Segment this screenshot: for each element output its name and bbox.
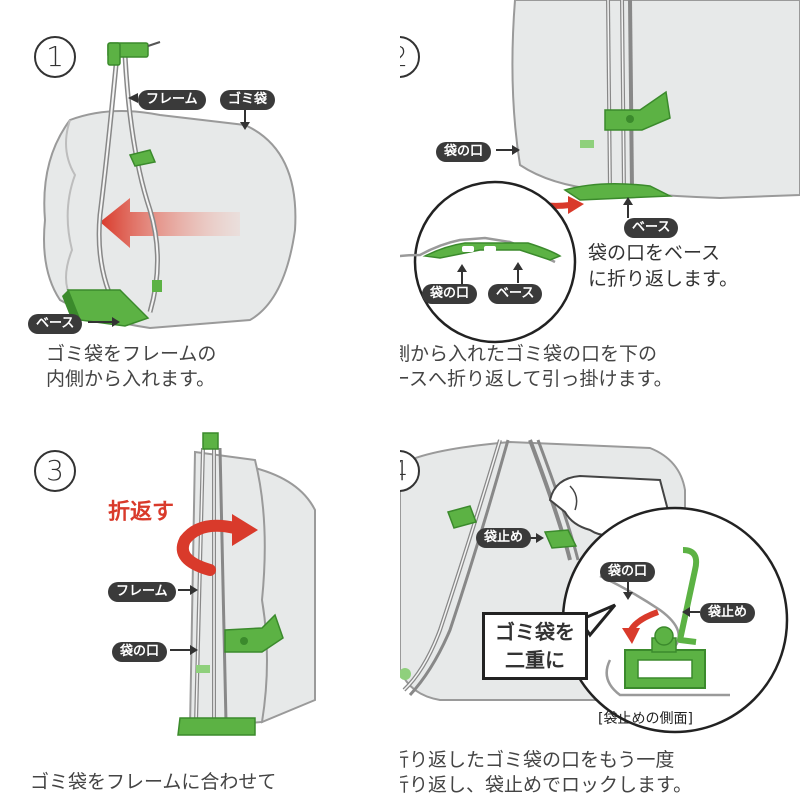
- stopper-side-label: [袋止めの側面]: [598, 711, 693, 727]
- frame-tag: フレーム: [108, 582, 176, 602]
- step-4-panel: 4 袋止め 袋の口 袋止め ゴミ袋を 二重に [袋止めの側面] 折り返したゴミ袋…: [400, 400, 800, 800]
- step-instruction-line-1: 袋の口をベース: [588, 242, 721, 264]
- step-4-illustration: [400, 439, 789, 734]
- inset-detail-circle: [413, 180, 577, 344]
- fold-rotate-arrow-icon: [176, 519, 241, 576]
- step-caption-line-2: 折り返し、袋止めでロックします。: [400, 774, 693, 796]
- mouth-tag: 袋の口: [112, 642, 168, 662]
- base-tag: ベース: [624, 218, 679, 238]
- inset-mouth-tag: 袋の口: [422, 284, 478, 304]
- step-2-illustration: [400, 0, 800, 344]
- inset-mouth-tag: 袋の口: [600, 562, 656, 582]
- inset-base-tag: ベース: [488, 284, 543, 304]
- step-caption-line-1: ゴミ袋をフレームの: [46, 343, 217, 365]
- step-caption-line-2: ベースへ折り返して引っ掛けます。: [400, 368, 673, 390]
- double-fold-callout: ゴミ袋を 二重に: [482, 612, 588, 680]
- step-caption-line-1: 内側から入れたゴミ袋の口を下の: [400, 343, 658, 365]
- step-number: 1: [34, 36, 76, 78]
- step-3-illustration: [170, 432, 316, 736]
- insert-arrow-icon: [100, 198, 240, 248]
- base-tag: ベース: [28, 314, 83, 334]
- step-caption-line-1: ゴミ袋をフレームに合わせて: [30, 771, 277, 793]
- inset-stopper-tag: 袋止め: [700, 603, 756, 623]
- step-caption-line-2: 内側から入れます。: [46, 368, 216, 390]
- frame-base-icon: [563, 183, 673, 201]
- step-2-panel: 2 袋の口 ベース 袋の口 ベース 袋の口をベース に折り返します。 内側から入…: [400, 0, 800, 400]
- step-caption-line-1: 折り返したゴミ袋の口をもう一度: [400, 749, 675, 771]
- frame-tag: フレーム: [138, 90, 206, 110]
- step-number: 3: [34, 450, 76, 492]
- step-1-illustration: [43, 41, 297, 330]
- callout-line-1: ゴミ袋を: [495, 620, 575, 644]
- step-3-panel: 3 折返す フレーム 袋の口: [0, 400, 400, 800]
- mouth-tag: 袋の口: [436, 142, 492, 162]
- frame-base-icon: [177, 717, 256, 736]
- frame-top-clip-icon: [202, 432, 219, 450]
- callout-line-2: 二重に: [505, 648, 565, 672]
- garbage-bag-shape: [253, 466, 316, 724]
- stopper-tag: 袋止め: [476, 528, 532, 548]
- step-instruction-line-2: に折り返します。: [588, 268, 739, 290]
- fold-action-label: 折返す: [108, 500, 175, 525]
- bag-tag: ゴミ袋: [220, 90, 276, 110]
- step-1-panel: 1 フレーム ゴミ袋 ベース ゴミ袋をフレームの 内側から入れます。: [0, 0, 400, 400]
